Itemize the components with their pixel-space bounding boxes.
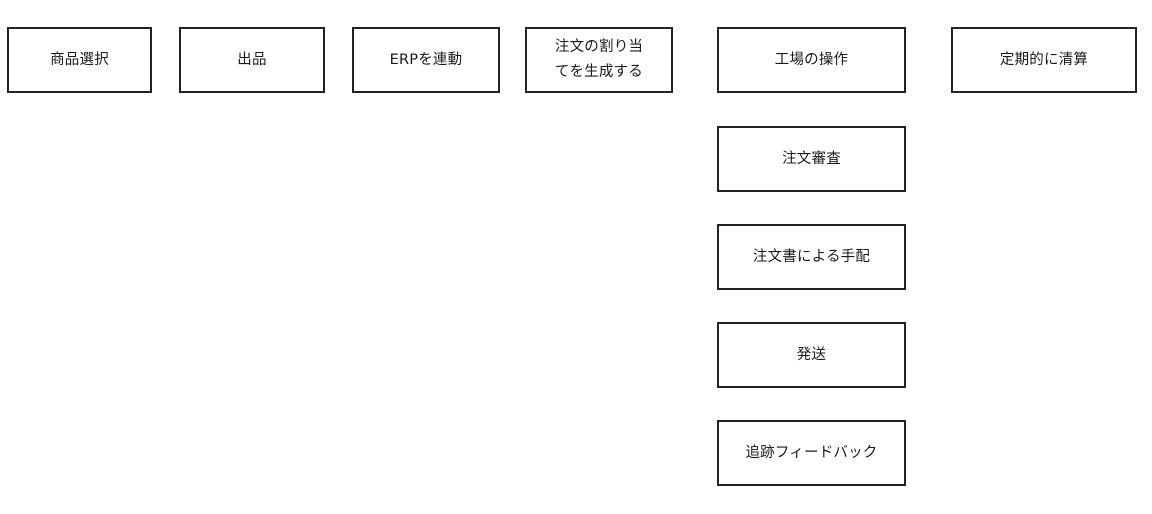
flow-node-purchase-order-arrangement[interactable]: 注文書による手配	[717, 224, 906, 290]
flow-node-generate-order-allocation[interactable]: 注文の割り当 てを生成する	[525, 27, 673, 93]
flow-node-label: 出品	[237, 51, 267, 68]
flow-node-label: 追跡フィードバック	[745, 444, 878, 461]
flow-node-label: 工場の操作	[774, 51, 849, 68]
flow-node-periodic-settlement[interactable]: 定期的に清算	[951, 27, 1137, 93]
flow-node-erp-integration[interactable]: ERPを連動	[352, 27, 500, 93]
flow-node-label: 定期的に清算	[999, 51, 1089, 68]
flow-node-listing[interactable]: 出品	[179, 27, 325, 93]
flow-node-tracking-feedback[interactable]: 追跡フィードバック	[717, 420, 906, 486]
flow-node-label: 商品選択	[50, 51, 109, 68]
flow-node-label: 注文審査	[782, 150, 841, 167]
flow-node-factory-operation[interactable]: 工場の操作	[717, 27, 906, 93]
flow-node-shipping[interactable]: 発送	[717, 322, 906, 388]
flow-node-label: 発送	[796, 346, 827, 363]
flow-node-label: ERPを連動	[389, 51, 463, 68]
flow-node-label: 注文書による手配	[752, 248, 871, 265]
flow-node-order-review[interactable]: 注文審査	[717, 126, 906, 192]
flow-node-label: 注文の割り当 てを生成する	[554, 39, 644, 80]
flow-node-product-selection[interactable]: 商品選択	[7, 27, 152, 93]
